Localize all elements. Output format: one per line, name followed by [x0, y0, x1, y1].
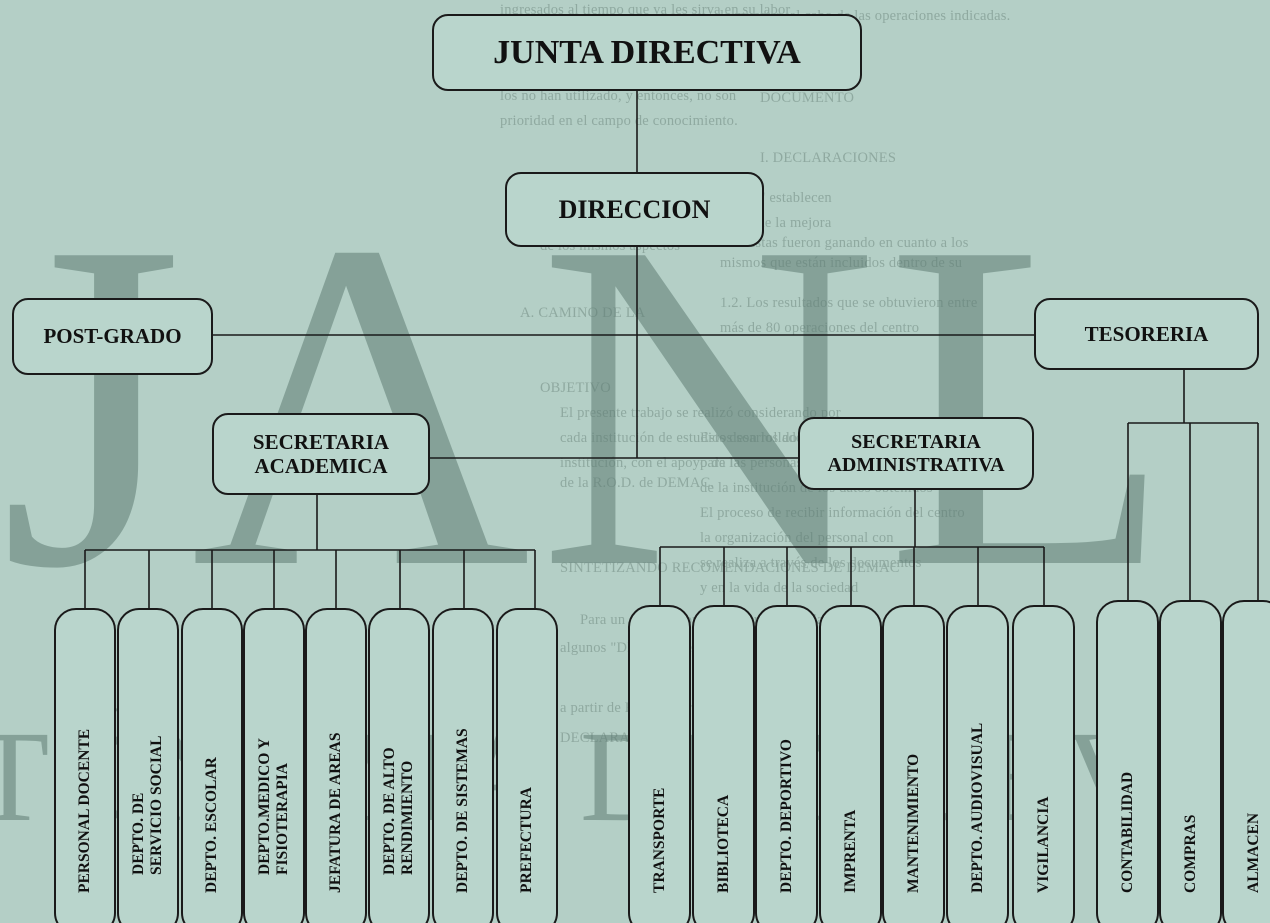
unit-label: DEPTO. DEPORTIVO	[778, 739, 796, 893]
unit-label: VIGILANCIA	[1035, 797, 1053, 893]
unit-jefatura-de-areas: JEFATURA DE AREAS	[305, 608, 367, 923]
node-junta-directiva: JUNTA DIRECTIVA	[432, 14, 862, 91]
node-post-grado: POST-GRADO	[12, 298, 213, 375]
background-text-line: de la R.O.D. de DEMAC.	[560, 475, 715, 491]
unit-label-line: JEFATURA DE AREAS	[327, 732, 345, 894]
unit-label-line: DEPTO.MEDICO Y	[256, 738, 274, 876]
unit-label: JEFATURA DE AREAS	[327, 733, 345, 893]
unit-label: ALMACEN	[1245, 813, 1263, 893]
background-text-line: 1.2. Los resultados que se obtuvieron en…	[720, 295, 978, 311]
node-direccion: DIRECCION	[505, 172, 764, 247]
unit-label: PERSONAL DOCENTE	[76, 729, 94, 893]
unit-personal-docente: PERSONAL DOCENTE	[54, 608, 116, 923]
node-tesoreria: TESORERIA	[1034, 298, 1259, 370]
node-tesoreria-label: TESORERIA	[1084, 321, 1209, 346]
background-text-line: se realiza a través de los documentos	[700, 555, 922, 571]
unit-transporte: TRANSPORTE	[628, 605, 691, 923]
unit-label-line: CONTABILIDAD	[1118, 772, 1136, 894]
node-junta-directiva-label: JUNTA DIRECTIVA	[493, 33, 801, 71]
background-text-line: más de 80 operaciones del centro	[720, 320, 920, 336]
unit-label-line: DEPTO. DE ALTO	[381, 747, 399, 876]
background-text-line: OBJETIVO	[540, 380, 611, 396]
unit-label-line: TRANSPORTE	[650, 787, 668, 894]
unit-label-line: ALMACEN	[1244, 813, 1262, 894]
background-text-line: A. CAMINO DE LA	[520, 305, 646, 321]
unit-label: CONTABILIDAD	[1119, 772, 1137, 893]
unit-label: DEPTO. DE SISTEMAS	[454, 729, 472, 894]
unit-label-line: BIBLIOTECA	[714, 794, 732, 894]
background-text-line: I. DECLARACIONES	[760, 150, 897, 166]
unit-label-line: PREFECTURA	[518, 787, 536, 894]
unit-label-line: FISIOTERAPIA	[274, 763, 291, 876]
background-text-line: 1.1. Estas fueron ganando en cuanto a lo…	[720, 235, 969, 251]
unit-label-line: SERVICIO SOCIAL	[148, 735, 165, 876]
node-secretaria-administrativa: SECRETARIA ADMINISTRATIVA	[798, 417, 1034, 490]
background-text-line: prioridad en el campo de conocimiento.	[500, 113, 738, 129]
unit-label-line: COMPRAS	[1181, 814, 1199, 894]
background-text-line: DOCUMENTO	[760, 90, 855, 106]
unit-label-line: IMPRENTA	[841, 809, 859, 894]
node-secretaria-academica-line-2: ACADEMICA	[254, 454, 388, 478]
unit-contabilidad: CONTABILIDAD	[1096, 600, 1159, 923]
unit-label: COMPRAS	[1182, 815, 1200, 893]
background-text-line: institución, con el apoyo de la	[560, 455, 741, 471]
background-text-line: la organización del personal con	[700, 530, 894, 546]
unit-label-line: DEPTO. AUDIOVISUAL	[968, 722, 986, 894]
unit-label-line: VIGILANCIA	[1034, 796, 1052, 894]
node-secretaria-academica-line-1: SECRETARIA	[252, 429, 390, 454]
unit-label-line: RENDIMIENTO	[399, 761, 416, 876]
unit-label-line: DEPTO. DE	[130, 792, 148, 876]
unit-label: PREFECTURA	[518, 787, 536, 893]
unit-label-line: PERSONAL DOCENTE	[76, 729, 94, 894]
node-direccion-label: DIRECCION	[558, 194, 711, 224]
unit-depto-audiovisual: DEPTO. AUDIOVISUAL	[946, 605, 1009, 923]
background-text-line: El proceso de recibir información del ce…	[700, 505, 965, 521]
unit-label-line: MANTENIMIENTO	[904, 753, 922, 894]
background-text-line: mismos que están incluidos dentro de su	[720, 255, 963, 271]
background-text-line: cada institución de estudios desarrollad…	[560, 430, 854, 446]
unit-compras: COMPRAS	[1159, 600, 1222, 923]
unit-label: BIBLIOTECA	[715, 795, 733, 893]
unit-label-line: DEPTO. DE SISTEMAS	[454, 728, 472, 894]
unit-label: DEPTO. AUDIOVISUAL	[969, 723, 987, 893]
background-text-line: SINTETIZANDO RECOMENDACIONES DE DEMAC	[560, 560, 900, 576]
unit-mantenimiento: MANTENIMIENTO	[882, 605, 945, 923]
unit-imprenta: IMPRENTA	[819, 605, 882, 923]
unit-depto-escolar: DEPTO. ESCOLAR	[181, 608, 243, 923]
unit-label: MANTENIMIENTO	[905, 754, 923, 893]
background-text-line: los no han utilizado, y entonces, no son	[500, 88, 737, 104]
background-text-line: y en la vida de la sociedad	[700, 580, 859, 596]
unit-label: IMPRENTA	[842, 810, 860, 893]
unit-label: TRANSPORTE	[651, 788, 669, 893]
unit-depto-de-sistemas: DEPTO. DE SISTEMAS	[432, 608, 494, 923]
node-secretaria-administrativa-line-1: SECRETARIA	[851, 430, 981, 453]
unit-biblioteca: BIBLIOTECA	[692, 605, 755, 923]
node-secretaria-academica: SECRETARIA ACADEMICA	[212, 413, 430, 495]
background-text-line: El presente trabajo se realizó considera…	[560, 405, 841, 421]
unit-almacen: ALMACEN	[1222, 600, 1270, 923]
unit-label-line: DEPTO. ESCOLAR	[203, 757, 221, 894]
node-post-grado-label: POST-GRADO	[43, 324, 182, 349]
unit-prefectura: PREFECTURA	[496, 608, 558, 923]
unit-vigilancia: VIGILANCIA	[1012, 605, 1075, 923]
unit-label-line: DEPTO. DEPORTIVO	[777, 739, 795, 894]
node-secretaria-administrativa-line-2: ADMINISTRATIVA	[827, 453, 1005, 476]
unit-label: DEPTO. ESCOLAR	[203, 757, 221, 893]
unit-depto-deportivo: DEPTO. DEPORTIVO	[755, 605, 818, 923]
